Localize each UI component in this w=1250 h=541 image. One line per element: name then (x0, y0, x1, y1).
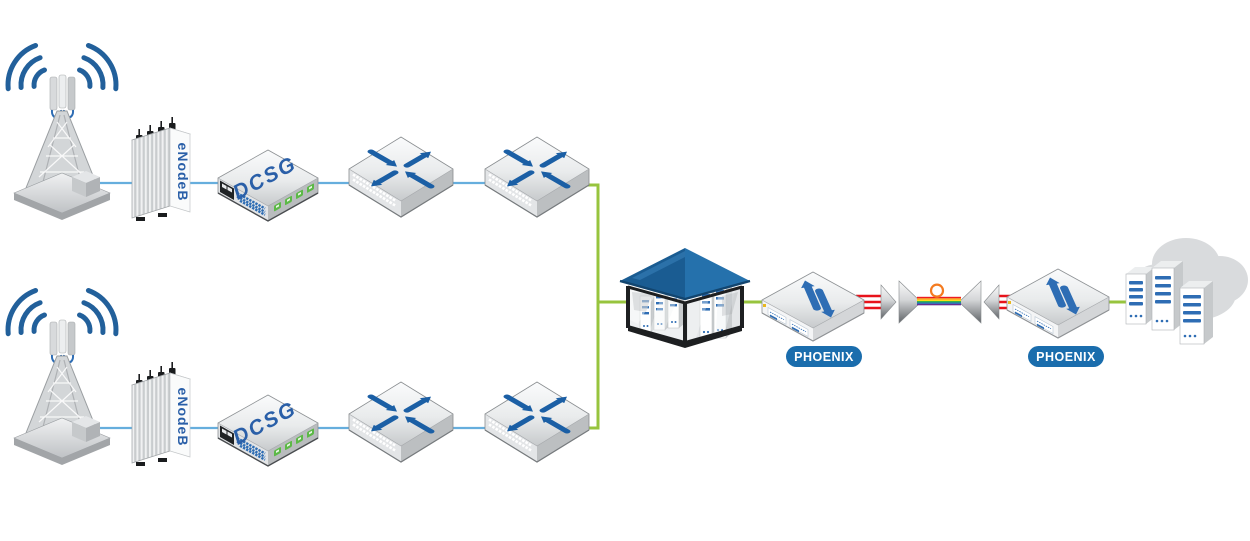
glass-reflections (630, 288, 738, 340)
enodeb-label: eNodeB (175, 388, 191, 447)
wdm-mux-cones (880, 280, 1000, 324)
cloud-servers-icon (1125, 238, 1248, 345)
ethernet-switch-icon (344, 369, 458, 465)
data-center-icon (619, 248, 751, 348)
ethernet-switch-icon (480, 369, 594, 465)
core-server-racks (1125, 261, 1213, 345)
enodeb-label: eNodeB (175, 143, 191, 202)
cell-tower-icon (2, 270, 122, 465)
building-frame (626, 286, 744, 344)
fiber-loop-icon (929, 283, 945, 298)
dcsg-device: DCSG (210, 379, 326, 467)
cell-tower-icon (2, 25, 122, 220)
enodeb-device: eNodeB (128, 110, 191, 222)
phoenix-label-badge: PHOENIX (1028, 346, 1104, 367)
wdm-rainbow-fiber (917, 296, 961, 306)
ethernet-switch-icon (480, 124, 594, 220)
enodeb-device: eNodeB (128, 355, 191, 467)
phoenix-label-badge: PHOENIX (786, 346, 862, 367)
building-roof (619, 248, 751, 301)
phoenix-device (758, 262, 868, 342)
dcsg-device: DCSG (210, 134, 326, 222)
ethernet-switch-icon (344, 124, 458, 220)
phoenix-device (1003, 259, 1113, 339)
